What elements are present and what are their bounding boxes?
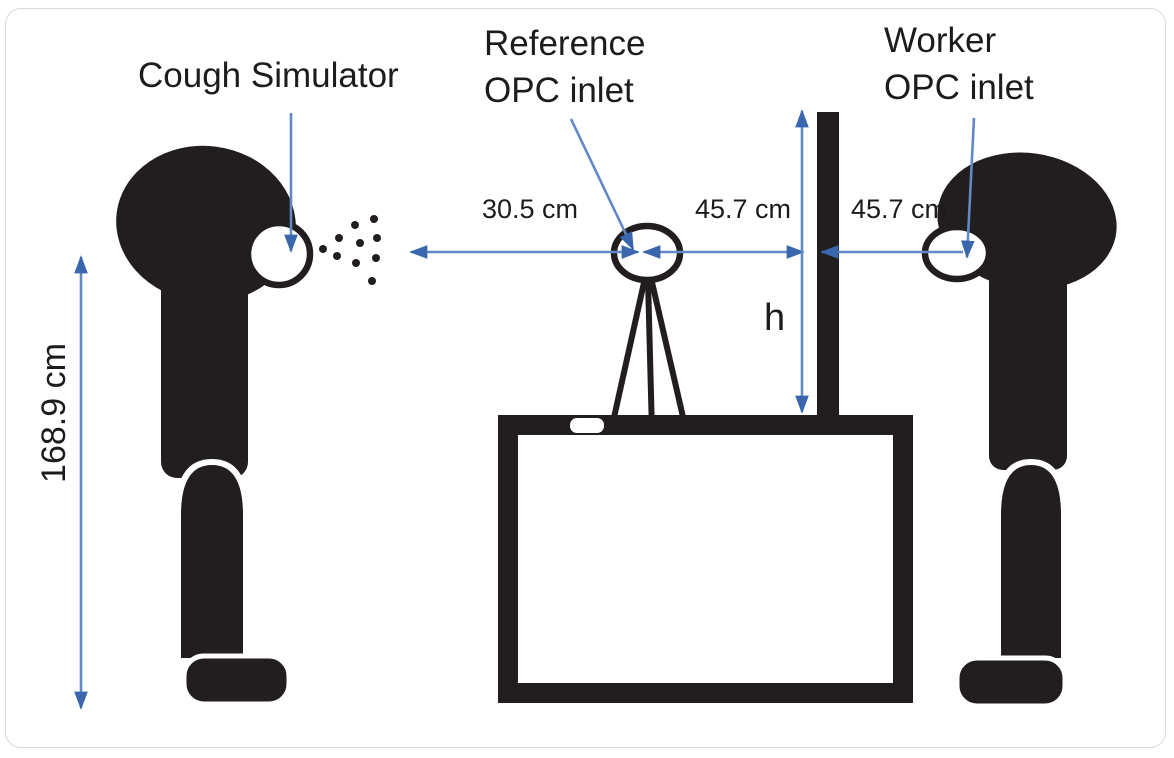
foot-silhouette <box>954 655 1068 709</box>
cough-droplets <box>319 215 381 285</box>
reference-opc <box>608 222 689 435</box>
worker-opc-pointer-arrow <box>961 117 976 259</box>
foot-silhouette <box>181 653 292 707</box>
torso-silhouette <box>161 258 248 478</box>
tripod-right-leg <box>648 275 689 433</box>
worker-figure <box>921 152 1117 709</box>
leg-silhouette <box>175 458 249 664</box>
height-label: 168.9 cm <box>35 343 73 483</box>
cough-simulator-label: Cough Simulator <box>138 56 399 95</box>
leg-silhouette <box>995 458 1067 664</box>
torso-silhouette <box>989 258 1067 470</box>
table-top-highlight <box>570 418 604 433</box>
distance-45-7-right-label: 45.7 cm <box>851 194 948 224</box>
reference-opc-label: Reference OPC inlet <box>484 24 646 110</box>
table <box>498 415 913 703</box>
h-label: h <box>764 297 786 339</box>
cough-simulator-figure <box>116 145 314 707</box>
reference-opc-pointer-arrow <box>569 118 635 251</box>
worker-opc-label: Worker OPC inlet <box>884 21 1034 107</box>
sampling-pole <box>817 112 839 419</box>
distance-30-5-label: 30.5 cm <box>482 194 579 224</box>
tripod-middle-leg <box>645 277 655 435</box>
mouth-circle <box>244 219 314 289</box>
distance-45-7-left-label: 45.7 cm <box>695 194 792 224</box>
tripod-left-leg <box>608 275 648 434</box>
